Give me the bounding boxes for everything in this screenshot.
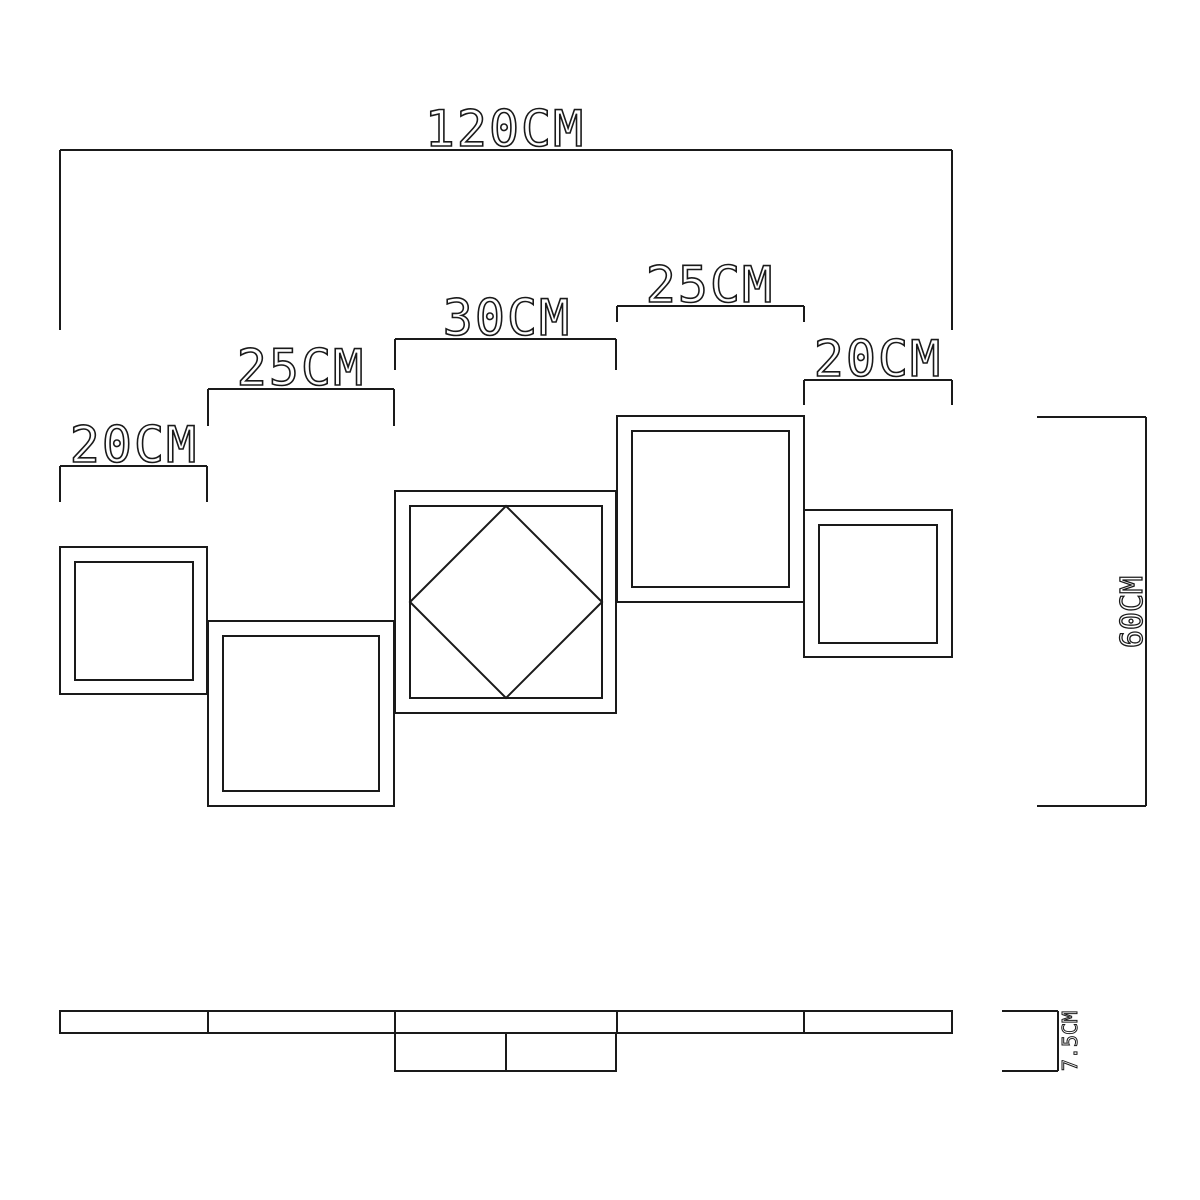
panel-1-width-label: 20CM	[70, 416, 198, 474]
dimension-panel-4: 25CM	[616, 255, 805, 322]
dimension-panel-1: 20CM	[59, 415, 208, 502]
top-view	[59, 1010, 953, 1072]
dimension-depth: 7.5CM	[1002, 1010, 1083, 1072]
panel-5-width-label: 20CM	[814, 330, 942, 388]
diamond-shape	[408, 504, 604, 700]
panel-4-width-label: 25CM	[646, 256, 774, 314]
panel-2-width-label: 25CM	[237, 339, 365, 397]
panel-2-front	[207, 620, 395, 807]
dimension-panel-3: 30CM	[394, 288, 617, 370]
depth-label: 7.5CM	[1058, 1011, 1082, 1071]
dimension-total-width: 120CM	[59, 99, 953, 330]
dimension-panel-5: 20CM	[803, 329, 953, 405]
panel-3-front	[394, 490, 617, 714]
dimension-total-height: 60CM	[1037, 416, 1151, 807]
panel-4-front	[616, 415, 805, 603]
panel-5-front	[803, 509, 953, 658]
dimension-panel-2: 25CM	[207, 338, 395, 426]
total-height-label: 60CM	[1115, 576, 1150, 648]
total-width-label: 120CM	[425, 100, 586, 158]
panel-3-width-label: 30CM	[443, 289, 571, 347]
panel-1-front	[59, 546, 208, 695]
